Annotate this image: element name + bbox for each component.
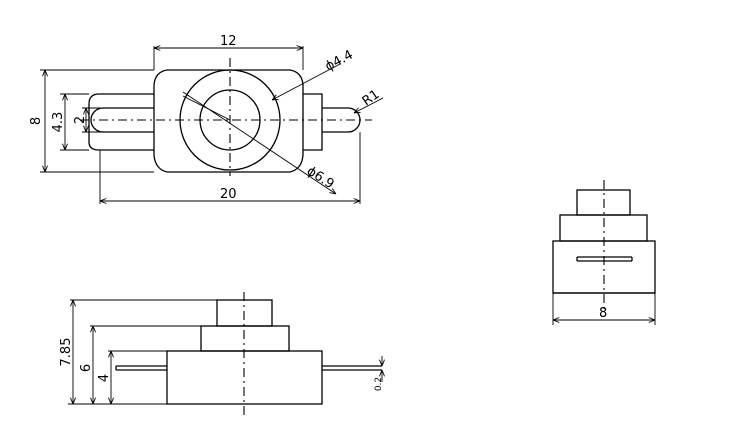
end-view: 8 xyxy=(552,180,656,325)
dim-slot-height: 2 xyxy=(73,116,88,124)
side-view: 7.85 6 4 0.2 xyxy=(59,292,384,418)
dim-side-base-height: 4 xyxy=(97,374,112,382)
side-mid-block xyxy=(200,325,290,352)
dim-end-width: 8 xyxy=(599,306,607,321)
dim-tab-radius: R1 xyxy=(360,87,383,109)
side-base-block xyxy=(166,350,323,405)
dim-side-mid-height: 6 xyxy=(79,364,94,372)
left-tab-slot xyxy=(90,107,154,133)
dim-overall-height: 8 xyxy=(29,117,44,125)
dim-top-width: 12 xyxy=(220,34,237,49)
dim-pin-thickness: 0.2 xyxy=(374,377,384,391)
dim-tab-height: 4.3 xyxy=(51,112,66,133)
dim-hole-diameter: ɸ4.4 xyxy=(323,48,356,75)
end-base-block xyxy=(552,240,656,294)
right-tab-outer xyxy=(303,93,323,151)
top-body-outline xyxy=(153,69,304,173)
dim-side-total-height: 7.85 xyxy=(59,338,74,367)
left-tab-outer xyxy=(88,93,154,151)
dim-ring-diameter: ɸ6.9 xyxy=(304,164,337,193)
dim-overall-width: 20 xyxy=(220,187,237,202)
top-view: 12 20 8 4.3 2 ɸ4.4 ɸ6.9 R1 xyxy=(29,34,384,204)
